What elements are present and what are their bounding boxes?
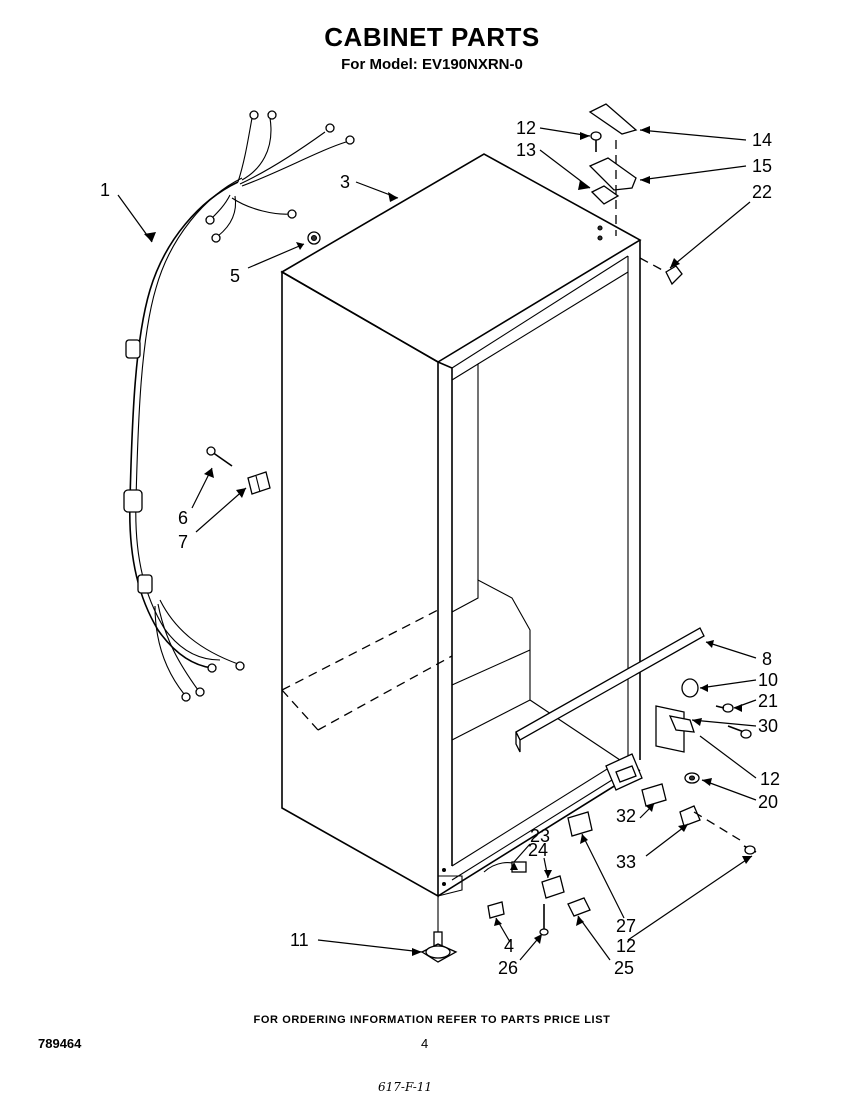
part-25-connector [567,897,591,917]
callout-7: 7 [178,532,188,552]
part-4-spacer [487,901,505,919]
part-14-hinge-cover [588,103,638,135]
callout-3: 3 [340,172,350,192]
callout-10: 10 [758,670,778,690]
callout-30: 30 [758,716,778,736]
callout-4: 4 [504,936,514,956]
part-12-screw-mid [727,725,752,739]
callout-8: 8 [762,649,772,669]
part-15-hinge [588,140,637,236]
callout-11: 11 [290,930,309,950]
page-number: 4 [421,1036,429,1051]
callout-23: 23 [530,826,550,846]
callout-labels: 1 3 5 6 7 12 13 14 15 22 8 10 21 30 12 2… [100,118,780,978]
part-12-screw-top [590,131,602,152]
part-22-plug [639,257,683,286]
callout-24: 24 [528,840,548,860]
callout-22: 22 [752,182,772,202]
page-title: CABINET PARTS [324,22,540,52]
part-20-washer [684,772,700,784]
callout-27: 27 [616,916,636,936]
callout-1: 1 [100,180,110,200]
callout-5: 5 [230,266,240,286]
part-12-screw-lower [743,845,757,855]
part-32-pad [641,783,667,807]
handwritten-note: 617-F-11 [378,1080,433,1094]
wiring-harness [123,110,355,702]
lower-hinge-assembly [605,753,643,791]
part-10-roller [681,678,699,698]
part-27-cover [567,811,593,837]
part-8-grille-bar [515,627,705,753]
callout-14: 14 [752,130,772,150]
part-13-shim [590,185,620,241]
part-30-bracket [655,705,695,753]
part-26-screw [539,904,549,936]
callout-13: 13 [516,140,536,160]
callout-26: 26 [498,958,518,978]
part-5-grommet [307,231,321,245]
callout-6: 6 [178,508,188,528]
leader-lines [117,126,757,961]
callout-33: 33 [616,852,636,872]
callout-12-mid: 12 [760,769,780,789]
callout-15: 15 [752,156,772,176]
callout-21: 21 [758,691,778,711]
ordering-note: FOR ORDERING INFORMATION REFER TO PARTS … [253,1014,611,1026]
callout-12-top: 12 [516,118,536,138]
part-6-screw [206,446,233,467]
part-21-screw [715,703,734,713]
callout-25: 25 [614,958,634,978]
cabinet-body [280,153,642,898]
part-33-bracket [679,805,741,841]
part-11-leveling-leg [420,896,458,963]
callout-20: 20 [758,792,778,812]
callout-32: 32 [616,806,636,826]
part-24-clip [541,875,565,899]
callout-12-lower: 12 [616,936,636,956]
document-number: 789464 [38,1036,82,1051]
part-7-bracket [247,471,271,495]
model-subtitle: For Model: EV190NXRN-0 [341,56,523,73]
